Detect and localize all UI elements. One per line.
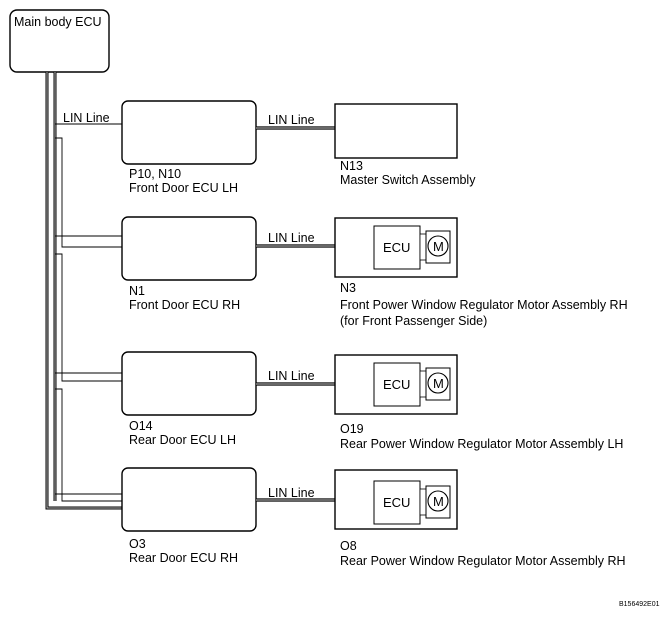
lin-label-3: LIN Line xyxy=(268,369,315,383)
node-code-3: O14 xyxy=(129,419,153,433)
master-switch-box xyxy=(334,103,458,159)
node-name-2: Front Door ECU RH xyxy=(129,298,241,312)
device-name-3: Rear Power Window Regulator Motor Assemb… xyxy=(340,437,624,451)
device-name-1: Master Switch Assembly xyxy=(340,173,476,187)
motor-assembly-1 xyxy=(334,217,458,278)
motor-ecu-label-3: ECU xyxy=(383,495,411,510)
device-name-2: Front Power Window Regulator Motor Assem… xyxy=(340,298,628,312)
node-code-2: N1 xyxy=(129,284,145,298)
device-note-2: (for Front Passenger Side) xyxy=(340,314,488,328)
device-name-4: Rear Power Window Regulator Motor Assemb… xyxy=(340,554,626,568)
node-code-4: O3 xyxy=(129,537,146,551)
device-code-1: N13 xyxy=(340,159,363,173)
main-ecu-label: Main body ECU xyxy=(14,15,102,29)
lin-branches xyxy=(55,123,122,502)
lin-trunk xyxy=(45,72,122,510)
node-name-3: Rear Door ECU LH xyxy=(129,433,236,447)
motor-assembly-3 xyxy=(334,469,458,530)
lin-label-4: LIN Line xyxy=(268,486,315,500)
motor-ecu-label-2: ECU xyxy=(383,377,411,392)
motor-icon-3: M xyxy=(433,494,444,509)
lin-label-2: LIN Line xyxy=(268,231,315,245)
figure-id: B156492E01 xyxy=(619,601,660,608)
device-code-3: O19 xyxy=(340,422,364,436)
node-name-1: Front Door ECU LH xyxy=(129,181,239,195)
motor-assembly-2 xyxy=(334,354,458,415)
device-code-2: N3 xyxy=(340,281,356,295)
motor-icon-2: M xyxy=(433,376,444,391)
node-name-4: Rear Door ECU RH xyxy=(129,551,239,565)
door-ecu-box-2 xyxy=(121,216,257,281)
motor-icon-1: M xyxy=(433,239,444,254)
lin-label-trunk: LIN Line xyxy=(63,111,110,125)
lin-device-lines xyxy=(256,126,335,502)
door-ecu-box-3 xyxy=(121,351,257,416)
door-ecu-box-1 xyxy=(121,100,257,165)
main-ecu-box xyxy=(9,9,110,73)
node-code-1: P10, N10 xyxy=(129,167,182,181)
motor-ecu-label-1: ECU xyxy=(383,240,411,255)
door-ecu-box-4 xyxy=(121,467,257,532)
device-code-4: O8 xyxy=(340,539,357,553)
lin-label-1: LIN Line xyxy=(268,113,315,127)
